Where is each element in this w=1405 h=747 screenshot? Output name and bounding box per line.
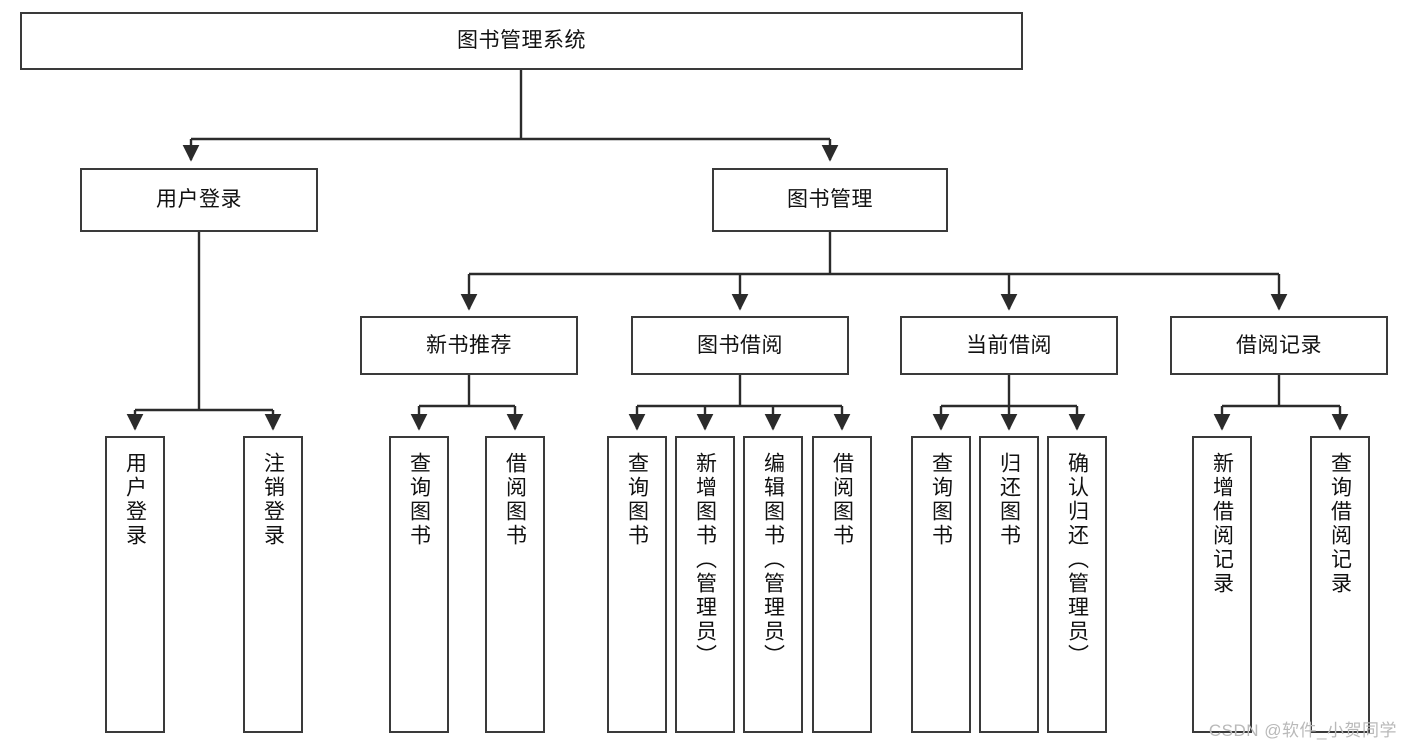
leaf-logout-login[interactable]: 注销登录 bbox=[243, 436, 303, 733]
node-borrow-record[interactable]: 借阅记录 bbox=[1170, 316, 1388, 375]
leaf-add-record-label: 新增借阅记录 bbox=[1210, 452, 1234, 596]
node-user-login-label: 用户登录 bbox=[156, 188, 242, 212]
leaf-borrow-book-2[interactable]: 借阅图书 bbox=[812, 436, 872, 733]
leaf-query-book-1-label: 查询图书 bbox=[407, 452, 431, 548]
leaf-borrow-book-1[interactable]: 借阅图书 bbox=[485, 436, 545, 733]
leaf-edit-book[interactable]: 编辑图书（管理员） bbox=[743, 436, 803, 733]
leaf-query-record[interactable]: 查询借阅记录 bbox=[1310, 436, 1370, 733]
node-borrow-record-label: 借阅记录 bbox=[1236, 333, 1322, 357]
csdn-watermark: CSDN @软件_小贺同学 bbox=[1208, 721, 1397, 740]
leaf-borrow-book-1-label: 借阅图书 bbox=[503, 452, 527, 548]
leaf-logout-login-label: 注销登录 bbox=[261, 452, 285, 548]
node-current-borrow[interactable]: 当前借阅 bbox=[900, 316, 1118, 375]
node-book-borrow-label: 图书借阅 bbox=[697, 333, 783, 357]
leaf-confirm-return-label: 确认归还（管理员） bbox=[1065, 452, 1089, 668]
leaf-query-record-label: 查询借阅记录 bbox=[1328, 452, 1352, 596]
leaf-query-book-1[interactable]: 查询图书 bbox=[389, 436, 449, 733]
leaf-user-login-label: 用户登录 bbox=[123, 452, 147, 548]
node-book-management-label: 图书管理 bbox=[787, 188, 873, 212]
node-book-management[interactable]: 图书管理 bbox=[712, 168, 948, 232]
leaf-user-login[interactable]: 用户登录 bbox=[105, 436, 165, 733]
leaf-query-book-2-label: 查询图书 bbox=[625, 452, 649, 548]
node-current-borrow-label: 当前借阅 bbox=[966, 333, 1052, 357]
leaf-query-book-2[interactable]: 查询图书 bbox=[607, 436, 667, 733]
node-new-book-recommend[interactable]: 新书推荐 bbox=[360, 316, 578, 375]
node-new-book-recommend-label: 新书推荐 bbox=[426, 333, 512, 357]
leaf-return-book-label: 归还图书 bbox=[997, 452, 1021, 548]
leaf-query-book-3-label: 查询图书 bbox=[929, 452, 953, 548]
leaf-query-book-3[interactable]: 查询图书 bbox=[911, 436, 971, 733]
leaf-return-book[interactable]: 归还图书 bbox=[979, 436, 1039, 733]
leaf-add-book-label: 新增图书（管理员） bbox=[693, 452, 717, 668]
leaf-confirm-return[interactable]: 确认归还（管理员） bbox=[1047, 436, 1107, 733]
node-root-label: 图书管理系统 bbox=[457, 29, 586, 53]
node-user-login[interactable]: 用户登录 bbox=[80, 168, 318, 232]
node-book-borrow[interactable]: 图书借阅 bbox=[631, 316, 849, 375]
leaf-edit-book-label: 编辑图书（管理员） bbox=[761, 452, 785, 668]
leaf-add-record[interactable]: 新增借阅记录 bbox=[1192, 436, 1252, 733]
node-root[interactable]: 图书管理系统 bbox=[20, 12, 1023, 70]
leaf-add-book[interactable]: 新增图书（管理员） bbox=[675, 436, 735, 733]
leaf-borrow-book-2-label: 借阅图书 bbox=[830, 452, 854, 548]
